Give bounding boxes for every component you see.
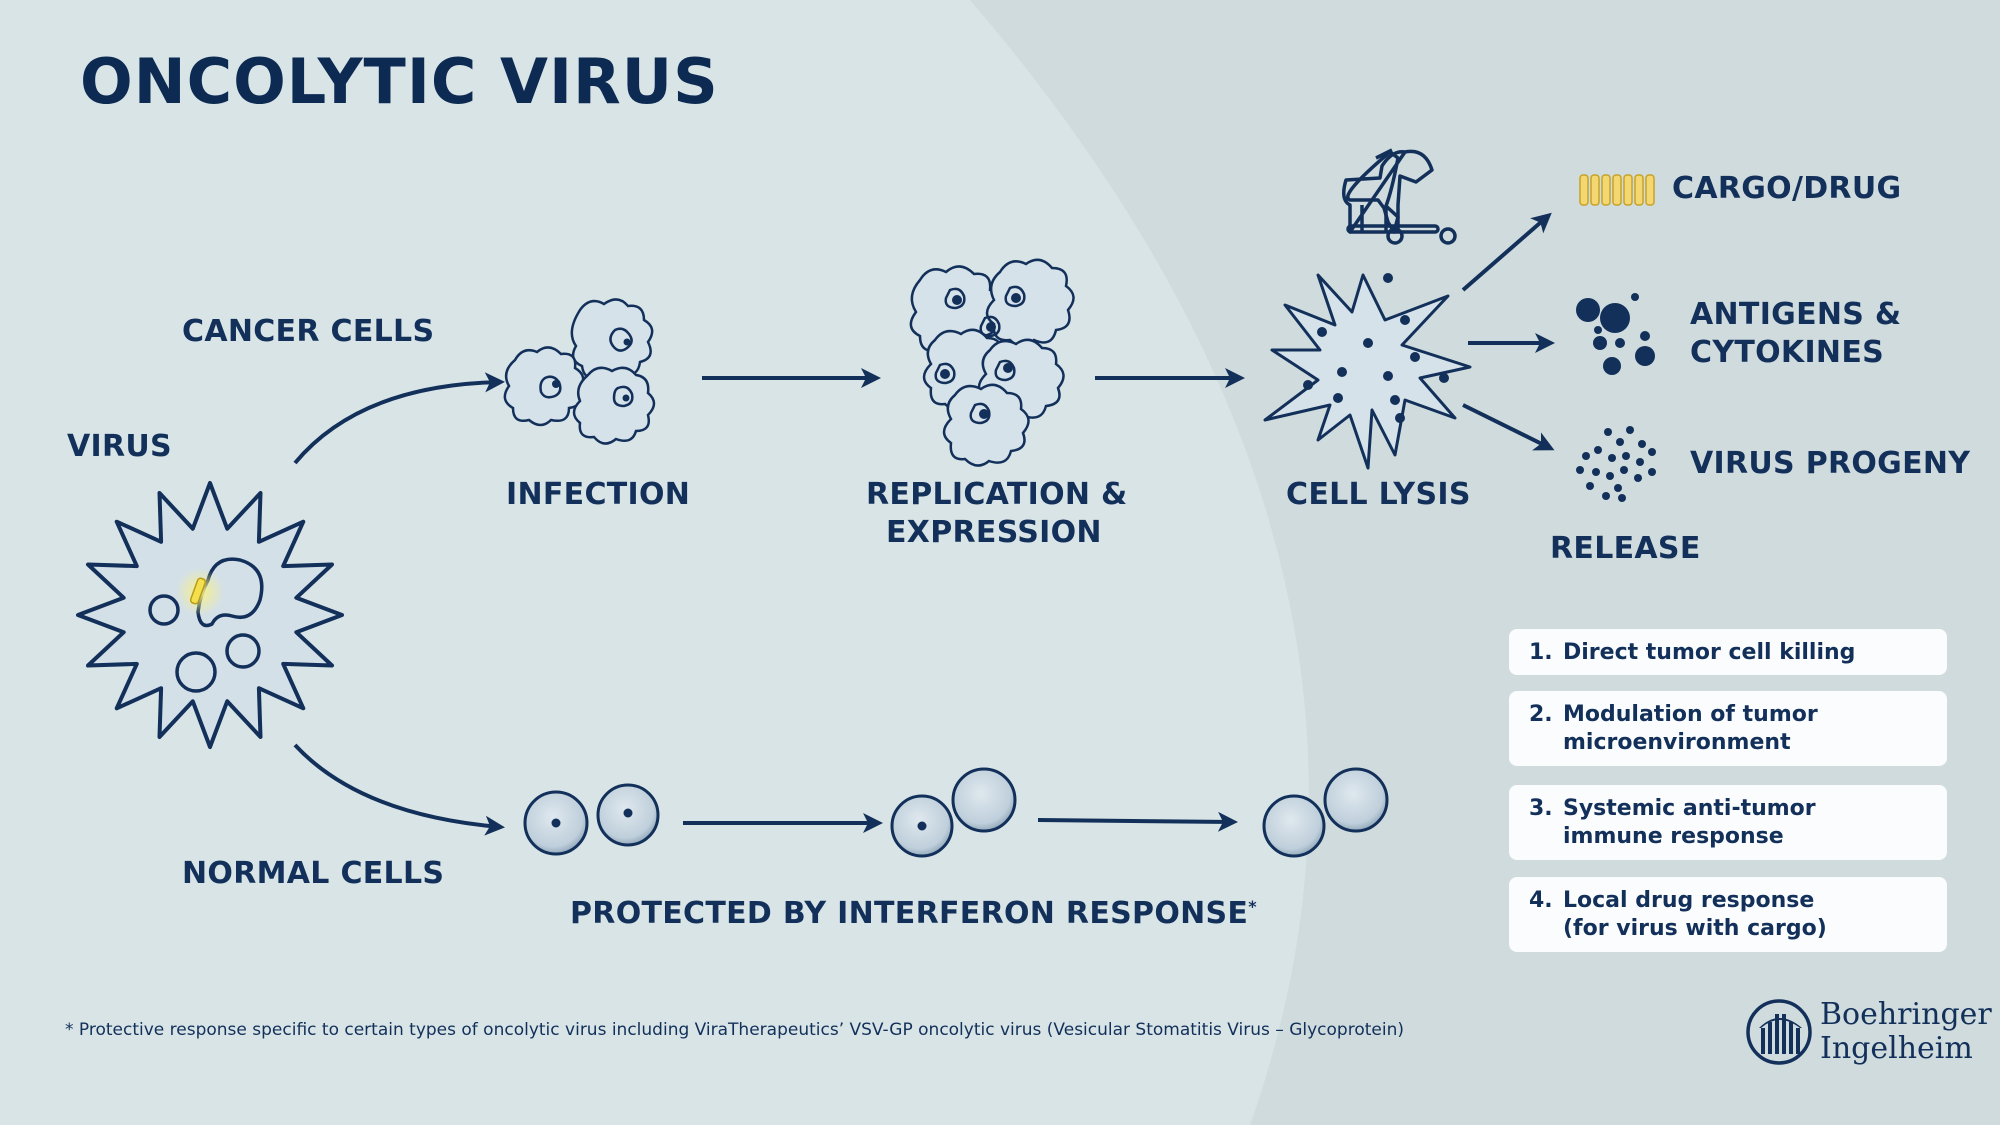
replication-cell-cluster-icon <box>909 258 1075 467</box>
footnote: * Protective response specific to certai… <box>65 1020 1404 1040</box>
label-cancer-cells: CANCER CELLS <box>182 314 435 349</box>
footnote-marker: * <box>1248 897 1257 916</box>
label-protected: PROTECTED BY INTERFERON RESPONSE* <box>570 888 1257 933</box>
outcome-number: 3. <box>1529 796 1553 821</box>
outcome-box-1: 1. Direct tumor cell killing <box>1509 629 1947 675</box>
outcome-text: Modulation of tumor <box>1563 702 1818 727</box>
label-replication-line1: REPLICATION & <box>866 477 1128 512</box>
outcome-box-3: 3. Systemic anti-tumor immune response <box>1509 785 1947 860</box>
arrow-to-cancer <box>293 372 505 465</box>
normal-cell-virus-dots <box>551 808 927 831</box>
arrow-to-cargo <box>1461 212 1552 292</box>
outcome-text-line2: immune response <box>1563 824 1784 849</box>
outcome-number: 2. <box>1529 702 1553 727</box>
arrow-to-normal <box>293 743 505 836</box>
outcome-box-2: 2. Modulation of tumor microenvironment <box>1509 691 1947 766</box>
arrow-normal-2 <box>1037 811 1238 832</box>
normal-cells-icons <box>523 767 1389 858</box>
label-antigens-line2: CYTOKINES <box>1690 335 1885 370</box>
outcome-text: Local drug response <box>1563 888 1815 913</box>
protected-text: PROTECTED BY INTERFERON RESPONSE <box>570 896 1249 931</box>
outcome-text-line2: (for virus with cargo) <box>1563 916 1827 941</box>
label-antigens-line1: ANTIGENS & <box>1690 297 1902 332</box>
cell-lysis-burst-icon <box>1263 273 1472 470</box>
logo-line2: Ingelheim <box>1820 1031 1973 1066</box>
replication-virus-dots <box>940 293 1021 419</box>
infection-virus-dots <box>552 338 631 402</box>
outcome-box-4: 4. Local drug response (for virus with ca… <box>1509 877 1947 952</box>
label-virus: VIRUS <box>67 429 172 464</box>
outcome-text: Direct tumor cell killing <box>1563 640 1856 665</box>
flow-arrows <box>293 212 1555 836</box>
trojan-horse-icon <box>1342 148 1457 245</box>
label-virus-progeny: VIRUS PROGENY <box>1690 446 1971 481</box>
label-release: RELEASE <box>1550 531 1701 566</box>
label-replication-line2: EXPRESSION <box>886 515 1102 550</box>
outcome-text: Systemic anti-tumor <box>1563 796 1816 821</box>
virus-icon <box>76 481 344 749</box>
antigen-dots-icon <box>1576 293 1655 375</box>
boehringer-logo: Boehringer Ingelheim <box>1745 996 1992 1068</box>
arrow-to-progeny <box>1462 403 1555 451</box>
label-infection: INFECTION <box>506 477 691 512</box>
outcome-number: 4. <box>1529 888 1553 913</box>
page-title: ONCOLYTIC VIRUS <box>80 45 719 118</box>
label-cell-lysis: CELL LYSIS <box>1286 477 1471 512</box>
outcome-text-line2: microenvironment <box>1563 730 1791 755</box>
label-cargo-drug: CARGO/DRUG <box>1672 171 1902 206</box>
infection-cell-cluster-icon <box>503 298 656 445</box>
logo-line1: Boehringer <box>1820 997 1992 1032</box>
outcome-number: 1. <box>1529 640 1553 665</box>
label-normal-cells: NORMAL CELLS <box>182 856 445 891</box>
virus-progeny-icon <box>1576 426 1656 502</box>
boehringer-logo-icon <box>1746 999 1812 1065</box>
cargo-capsules-icon <box>1579 174 1655 206</box>
